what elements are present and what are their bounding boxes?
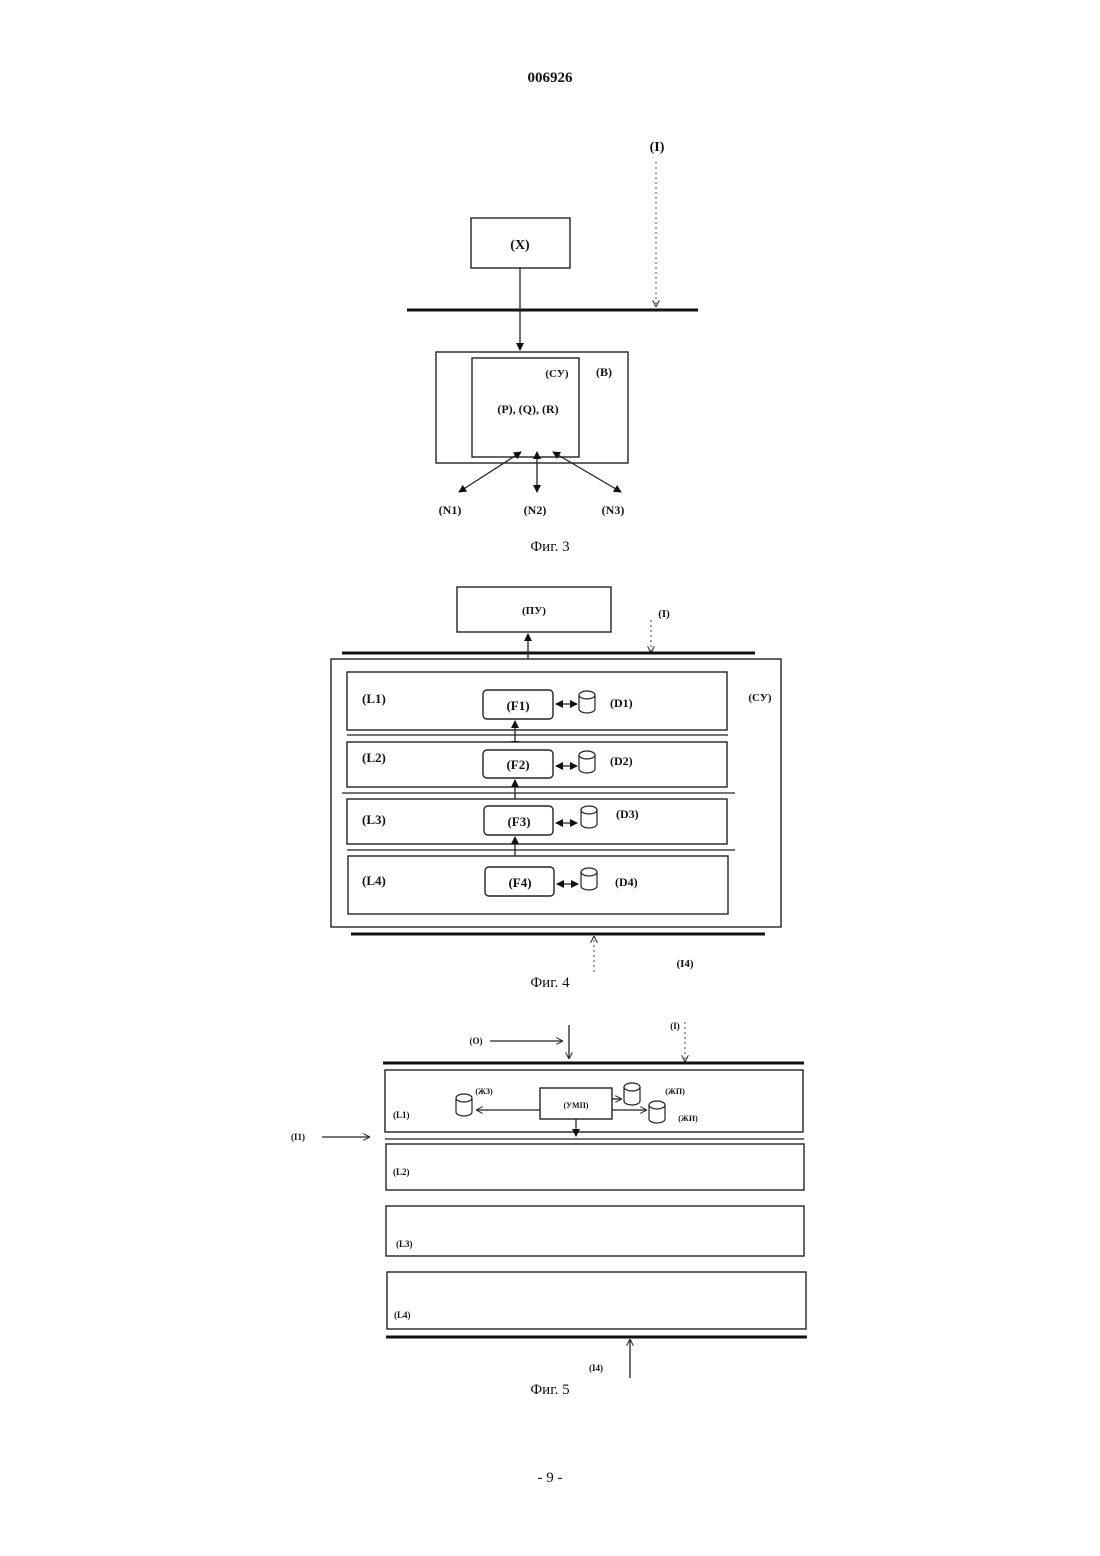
fig4-caption: Фиг. 4 <box>530 975 570 991</box>
fig4-func-f2-label: (F2) <box>506 757 529 772</box>
fig5-layer-l2 <box>386 1144 804 1190</box>
fig4-db-d1-label: (D1) <box>610 696 633 710</box>
fig5-label-i1: (I1) <box>291 1132 305 1142</box>
fig3-label-cu: (СУ) <box>545 368 569 380</box>
fig5-layer-l4 <box>387 1272 806 1329</box>
fig5-label-o: (O) <box>470 1036 483 1046</box>
fig4-func-f1-label: (F1) <box>506 698 529 713</box>
fig4-db-d2-icon <box>579 751 595 773</box>
fig5-db-zhz-icon <box>456 1094 472 1116</box>
fig4-label-cu: (СУ) <box>748 692 772 704</box>
fig5-label-i: (I) <box>670 1021 680 1031</box>
fig5-db-zhi-icon <box>649 1101 665 1123</box>
figure-3: (I) (X) (СУ) (B) (P), (Q), (R) (N1) (N2)… <box>407 140 698 555</box>
fig4-db-d4-label: (D4) <box>615 875 638 889</box>
figure-5: (O) (I) (L1) (ЖЗ) (УМП) (ЖП) (ЖИ) (I1) (… <box>291 1021 807 1398</box>
fig5-label-i4: (I4) <box>589 1363 603 1373</box>
fig4-label-i4: (I4) <box>676 958 693 970</box>
fig4-layer-l3-label: (L3) <box>362 812 386 827</box>
fig5-db-zhp-icon <box>624 1083 640 1105</box>
figure-4: (ПУ) (I) (СУ) (L1) (F1) (D1) (L2) (F2) (… <box>331 587 781 991</box>
fig5-box-ump-label: (УМП) <box>564 1101 589 1110</box>
fig3-box-x-label: (X) <box>510 238 530 253</box>
fig3-caption: Фиг. 3 <box>530 539 569 555</box>
fig4-label-i: (I) <box>658 608 670 620</box>
fig3-label-n2: (N2) <box>524 503 547 517</box>
fig4-db-d4-icon <box>581 868 597 890</box>
fig5-layer-l2-label: (L2) <box>393 1167 410 1177</box>
fig4-layer-l2-label: (L2) <box>362 750 386 765</box>
fig3-label-n1: (N1) <box>439 503 462 517</box>
fig5-label-zhi: (ЖИ) <box>678 1114 698 1123</box>
fig5-layer-l3 <box>386 1206 804 1256</box>
fig4-db-d3-icon <box>581 806 597 828</box>
fig4-box-pu-label: (ПУ) <box>522 605 546 617</box>
fig5-caption: Фиг. 5 <box>530 1382 569 1398</box>
fig5-layer-l1-label: (L1) <box>393 1110 410 1120</box>
fig3-label-pqr: (P), (Q), (R) <box>497 402 558 416</box>
fig5-label-zhp: (ЖП) <box>665 1087 685 1096</box>
doc-number: 006926 <box>528 70 574 86</box>
fig3-label-i: (I) <box>650 140 665 155</box>
fig4-db-d3-label: (D3) <box>616 807 639 821</box>
fig4-func-f4-label: (F4) <box>508 875 531 890</box>
fig3-label-n3: (N3) <box>602 503 625 517</box>
fig5-layer-l3-label: (L3) <box>396 1239 413 1249</box>
fig5-label-zhz: (ЖЗ) <box>475 1087 493 1096</box>
fig5-layer-l4-label: (L4) <box>394 1310 411 1320</box>
fig4-layer-l1-label: (L1) <box>362 691 386 706</box>
fig4-db-d1-icon <box>579 691 595 713</box>
fig4-layer-l4-label: (L4) <box>362 873 386 888</box>
fig3-label-b: (B) <box>596 365 612 379</box>
page-number: - 9 - <box>538 1470 563 1486</box>
fig4-func-f3-label: (F3) <box>507 814 530 829</box>
fig4-db-d2-label: (D2) <box>610 754 633 768</box>
